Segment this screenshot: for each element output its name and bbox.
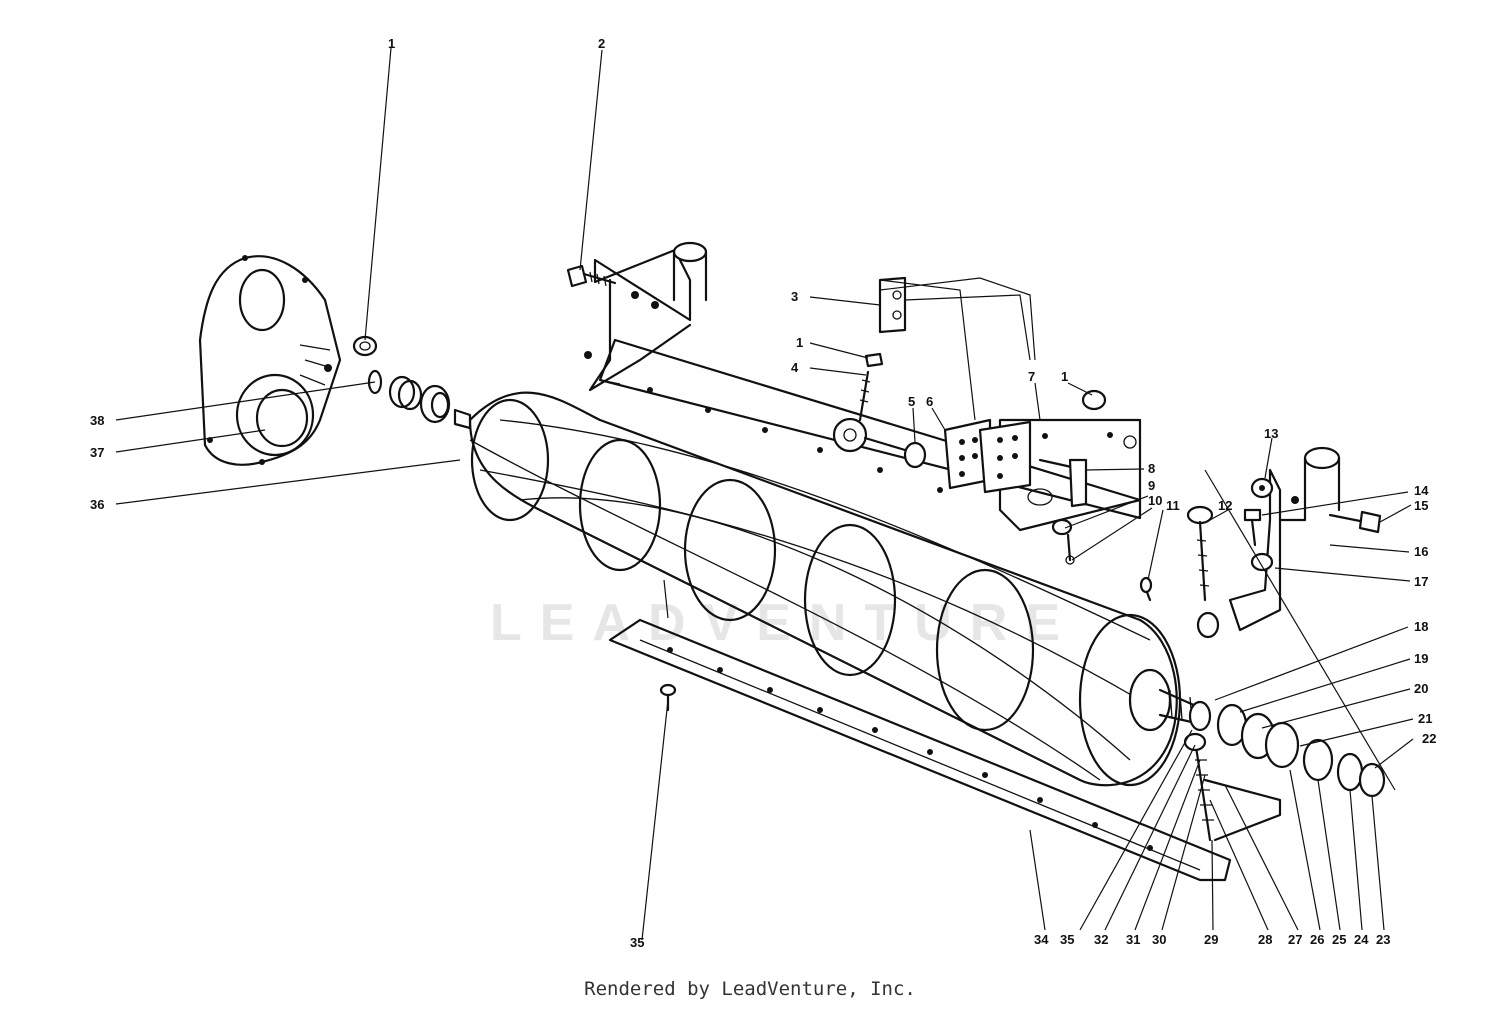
pin-8 bbox=[1068, 458, 1088, 508]
nut-1-left bbox=[352, 335, 378, 357]
callout-12: 12 bbox=[1218, 498, 1232, 513]
callout-35: 35 bbox=[1060, 932, 1074, 947]
adjuster-blocks bbox=[943, 418, 1032, 494]
callout-7: 7 bbox=[1028, 369, 1035, 384]
washer-13 bbox=[1250, 477, 1274, 499]
callout-9: 9 bbox=[1148, 478, 1155, 493]
callout-29: 29 bbox=[1204, 932, 1218, 947]
callout-18: 18 bbox=[1414, 619, 1428, 634]
reel-36 bbox=[453, 391, 1207, 787]
callout-35: 35 bbox=[630, 935, 644, 950]
callout-26: 26 bbox=[1310, 932, 1324, 947]
callout-25: 25 bbox=[1332, 932, 1346, 947]
screw-11 bbox=[1139, 576, 1153, 602]
callout-8: 8 bbox=[1148, 461, 1155, 476]
screw-9-10 bbox=[1051, 518, 1075, 565]
callout-23: 23 bbox=[1376, 932, 1390, 947]
callout-21: 21 bbox=[1418, 711, 1432, 726]
bearing-stack bbox=[1188, 700, 1386, 798]
callout-13: 13 bbox=[1264, 426, 1278, 441]
callout-6: 6 bbox=[926, 394, 933, 409]
nut-5 bbox=[903, 441, 927, 469]
bolt-12 bbox=[1186, 505, 1220, 639]
callout-19: 19 bbox=[1414, 651, 1428, 666]
bedknife-34 bbox=[608, 618, 1232, 882]
washer-17 bbox=[1250, 552, 1274, 572]
callout-17: 17 bbox=[1414, 574, 1428, 589]
callout-10: 10 bbox=[1148, 493, 1162, 508]
callout-14: 14 bbox=[1414, 483, 1429, 498]
callout-22: 22 bbox=[1422, 731, 1436, 746]
callout-4: 4 bbox=[791, 360, 799, 375]
right-bracket bbox=[1228, 446, 1341, 632]
callout-11: 11 bbox=[1166, 498, 1180, 513]
callout-24: 24 bbox=[1354, 932, 1369, 947]
bolt-15 bbox=[1328, 510, 1382, 534]
callout-31: 31 bbox=[1126, 932, 1140, 947]
callout-37: 37 bbox=[90, 445, 104, 460]
callout-36: 36 bbox=[90, 497, 104, 512]
callout-5: 5 bbox=[908, 394, 915, 409]
footer-credit: Rendered by LeadVenture, Inc. bbox=[584, 978, 916, 1000]
adjuster-screw-29 bbox=[1183, 732, 1214, 842]
callout-1: 1 bbox=[1061, 369, 1068, 384]
callout-1: 1 bbox=[388, 36, 395, 51]
nut-1-right bbox=[1081, 389, 1107, 411]
callout-15: 15 bbox=[1414, 498, 1428, 513]
bolt-14 bbox=[1243, 508, 1262, 547]
bedknife-bracket bbox=[1203, 778, 1282, 842]
adjuster-plate bbox=[998, 418, 1142, 532]
callout-30: 30 bbox=[1152, 932, 1166, 947]
callout-2: 2 bbox=[598, 36, 605, 51]
callout-38: 38 bbox=[90, 413, 104, 428]
nut-1-mid bbox=[864, 352, 884, 368]
callout-28: 28 bbox=[1258, 932, 1272, 947]
callout-32: 32 bbox=[1094, 932, 1108, 947]
left-bracket bbox=[584, 241, 708, 392]
link-3 bbox=[878, 276, 907, 334]
callouts: 1 2 3 1 4 5 6 7 1 8 9 10 11 12 13 14 15 … bbox=[90, 36, 1436, 950]
callout-16: 16 bbox=[1414, 544, 1428, 559]
bolt-2 bbox=[566, 264, 617, 288]
callout-34: 34 bbox=[1034, 932, 1049, 947]
drive-gear-set bbox=[367, 369, 451, 424]
callout-1: 1 bbox=[796, 335, 803, 350]
callout-20: 20 bbox=[1414, 681, 1428, 696]
rod-end-4 bbox=[832, 370, 907, 453]
callout-27: 27 bbox=[1288, 932, 1302, 947]
screw-35-bedknife bbox=[659, 683, 677, 712]
leader-lines bbox=[115, 47, 1414, 941]
callout-3: 3 bbox=[791, 289, 798, 304]
watermark: LEADVENTURE bbox=[490, 594, 1078, 652]
side-plate-housing bbox=[198, 255, 342, 466]
